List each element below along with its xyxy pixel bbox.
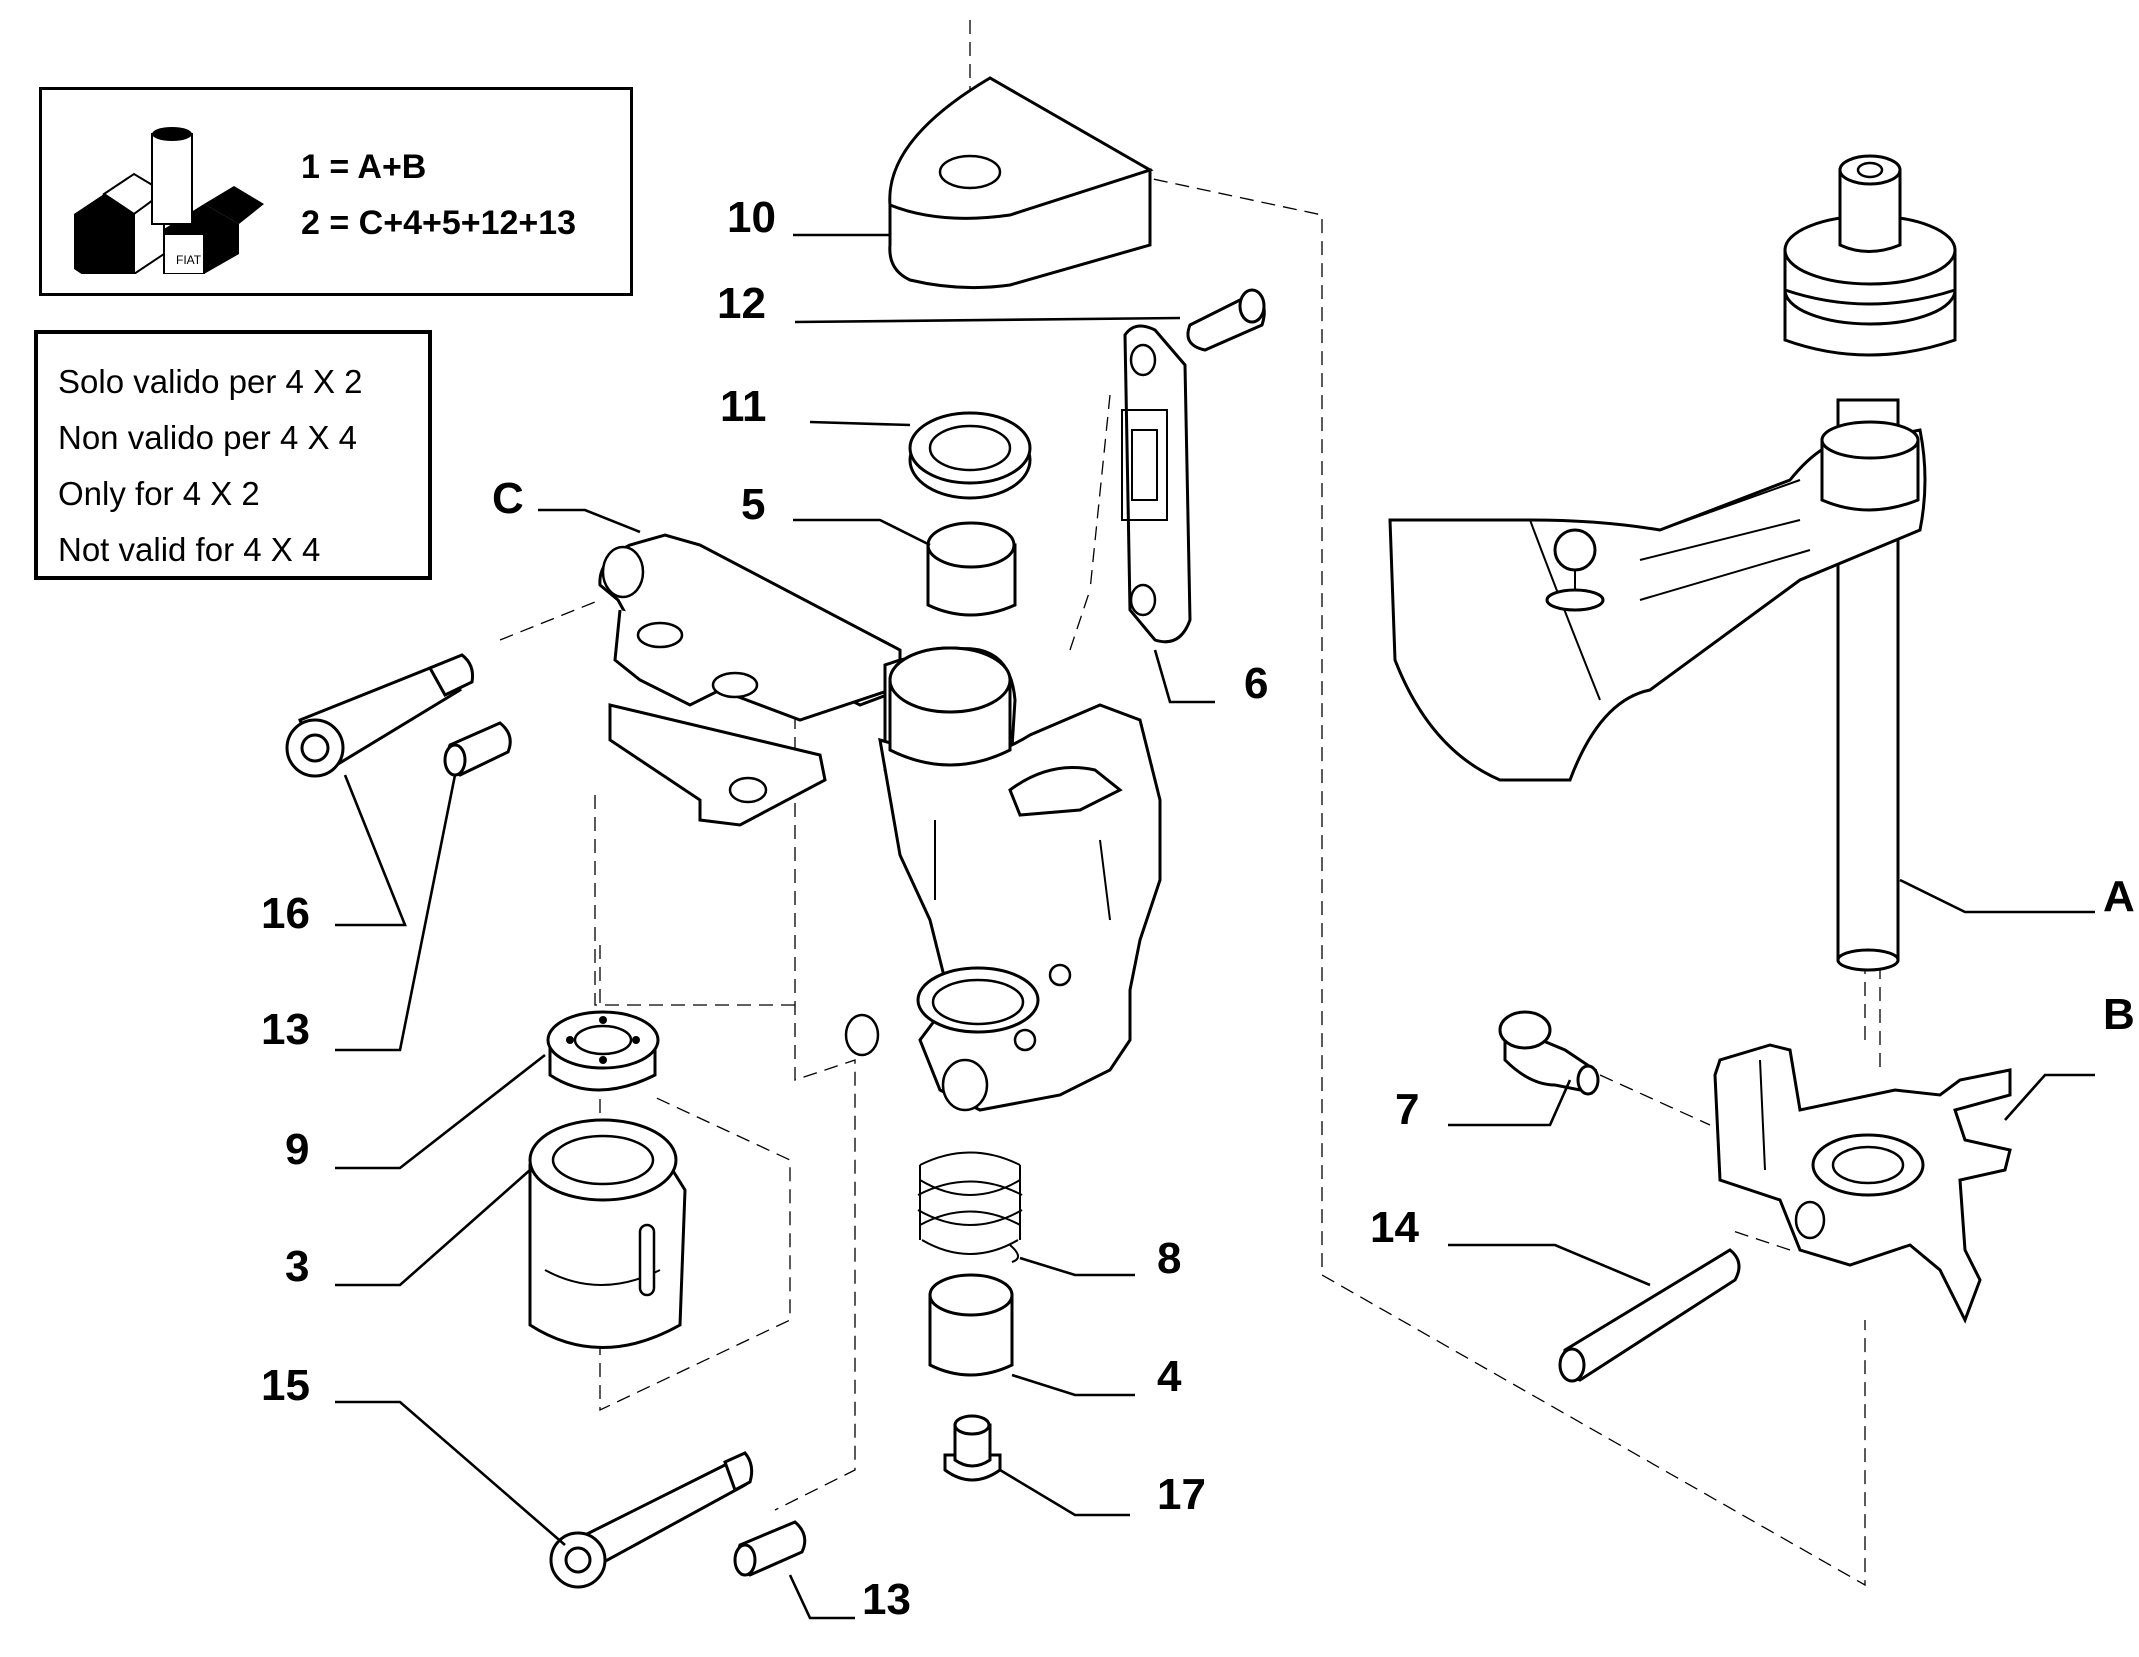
part-9-plug (546, 1010, 660, 1092)
callout-B: B (2103, 990, 2135, 1039)
callout-9: 9 (285, 1125, 310, 1174)
callout-15: 15 (261, 1361, 310, 1410)
callout-13-upper: 13 (261, 1005, 310, 1054)
callout-5: 5 (741, 480, 766, 529)
callout-17: 17 (1157, 1470, 1206, 1519)
part-10-cap (888, 76, 1154, 290)
part-5-bush (926, 521, 1017, 617)
part-4-bush (928, 1273, 1014, 1377)
callout-6: 6 (1244, 659, 1269, 708)
callout-14: 14 (1370, 1203, 1419, 1252)
fiat-label: FIAT (176, 253, 202, 267)
part-17-plug-screw (943, 1414, 1002, 1482)
callout-13-lower: 13 (862, 1575, 911, 1624)
callout-3: 3 (285, 1242, 310, 1291)
note-line-3: Only for 4 X 2 (58, 475, 260, 512)
callout-11: 11 (720, 382, 767, 431)
part-3-sleeve (528, 1118, 687, 1349)
part-8-spring (917, 1151, 1023, 1263)
callout-4: 4 (1157, 1352, 1182, 1401)
part-C-housing (598, 533, 1162, 1112)
part-16-cap-screw (285, 653, 474, 778)
kit-formula-2: 2 = C+4+5+12+13 (301, 204, 577, 242)
callout-8: 8 (1157, 1234, 1182, 1283)
part-A-shaft-lever (1388, 154, 1957, 972)
leader-lines (335, 233, 2095, 1620)
callout-A: A (2103, 872, 2135, 921)
callout-10: 10 (727, 193, 776, 242)
part-11-ring (908, 411, 1032, 500)
callout-12: 12 (717, 279, 766, 328)
kit-legend-box: FIAT 1 = A+B 2 = C+4+5+12+13 (39, 87, 633, 296)
part-13-lower-dowel (733, 1520, 807, 1577)
callout-7: 7 (1395, 1085, 1420, 1134)
callout-C: C (492, 474, 524, 523)
note-line-4: Not valid for 4 X 4 (58, 531, 321, 568)
part-14-roll-pin (1558, 1248, 1741, 1383)
kit-formula-1: 1 = A+B (301, 148, 427, 186)
part-7-pin (1498, 1010, 1600, 1096)
part-15-long-screw (549, 1451, 754, 1589)
part-B-selector-fork (1713, 1043, 2012, 1324)
part-13-upper-dowel (443, 721, 512, 777)
part-6-plate (1121, 324, 1192, 644)
fiat-parts-kit-icon: FIAT (74, 127, 264, 274)
part-12-pin (1186, 288, 1266, 352)
callout-16: 16 (261, 889, 310, 938)
note-line-1: Solo valido per 4 X 2 (58, 363, 363, 400)
validity-note-box: Solo valido per 4 X 2 Non valido per 4 X… (34, 330, 432, 580)
note-line-2: Non valido per 4 X 4 (58, 419, 358, 456)
